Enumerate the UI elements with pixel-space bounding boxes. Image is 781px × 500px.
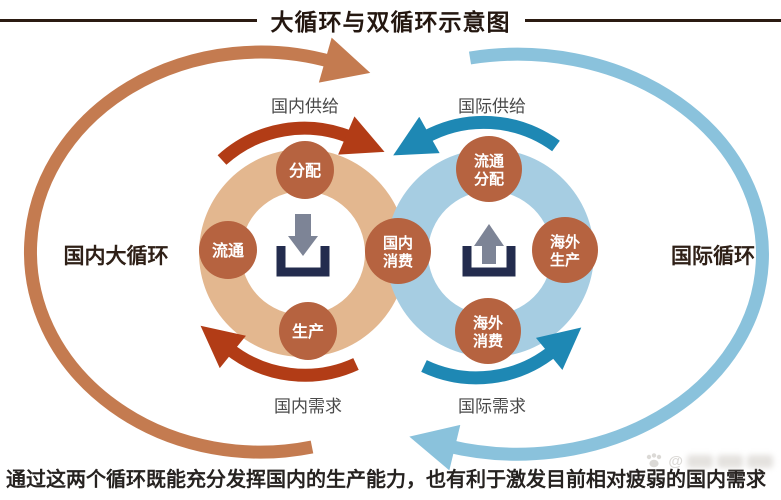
- paw-icon: [647, 453, 662, 468]
- watermark-at-symbol: @: [668, 452, 683, 470]
- node-circulation-distribution-line1: 流通: [474, 152, 504, 170]
- node-circulation-distribution: 流通 分配: [456, 136, 522, 202]
- outer-domestic-loop-arrow: [23, 37, 371, 459]
- download-icon: [276, 214, 330, 277]
- domestic-demand-arc-arrow: [200, 325, 359, 382]
- node-distribution-label: 分配: [289, 162, 321, 180]
- domestic-cycle-name: 国内大循环: [64, 244, 169, 268]
- upload-icon: [462, 224, 516, 277]
- domestic-demand-label: 国内需求: [274, 397, 342, 416]
- page-title: 大循环与双循环示意图: [270, 9, 511, 35]
- node-overseas-consumption-line2: 消费: [473, 332, 503, 350]
- domestic-supply-arc-arrow: [217, 116, 385, 165]
- node-distribution: 分配: [276, 141, 334, 199]
- international-cycle-name: 国际循环: [671, 244, 755, 268]
- international-supply-arc-arrow: [393, 115, 560, 156]
- watermark-blur: [747, 454, 773, 468]
- watermark-blur: [687, 454, 713, 468]
- node-overseas-production-line1: 海外: [550, 233, 580, 251]
- node-overseas-consumption-line1: 海外: [473, 314, 503, 332]
- watermark: @: [644, 451, 773, 471]
- node-domestic-consumption-line2: 消费: [383, 252, 413, 270]
- node-overseas-consumption: 海外 消费: [455, 298, 521, 364]
- node-production-label: 生产: [292, 322, 324, 341]
- international-demand-arc-arrow: [421, 327, 582, 385]
- node-overseas-production: 海外 生产: [532, 217, 598, 283]
- node-overseas-production-line2: 生产: [550, 251, 580, 269]
- node-domestic-consumption-line1: 国内: [383, 234, 413, 252]
- title-bar: 大循环与双循环示意图: [0, 0, 781, 40]
- outer-international-loop-arrow: [409, 47, 769, 471]
- international-demand-label: 国际需求: [458, 397, 526, 416]
- domestic-supply-label: 国内供给: [271, 97, 339, 116]
- node-circulation-label: 流通: [212, 241, 244, 260]
- title-rule-right: [524, 18, 781, 22]
- node-domestic-consumption: 国内 消费: [365, 218, 431, 284]
- title-rule-left: [0, 18, 257, 22]
- node-circulation: 流通: [199, 221, 257, 279]
- watermark-blur: [717, 454, 743, 468]
- node-production: 生产: [279, 302, 337, 360]
- international-supply-label: 国际供给: [458, 97, 526, 116]
- node-circulation-distribution-line2: 分配: [474, 171, 504, 188]
- footer-caption: 通过这两个循环既能充分发挥国内的生产能力，也有利于激发目前相对疲弱的国内需求: [6, 469, 766, 491]
